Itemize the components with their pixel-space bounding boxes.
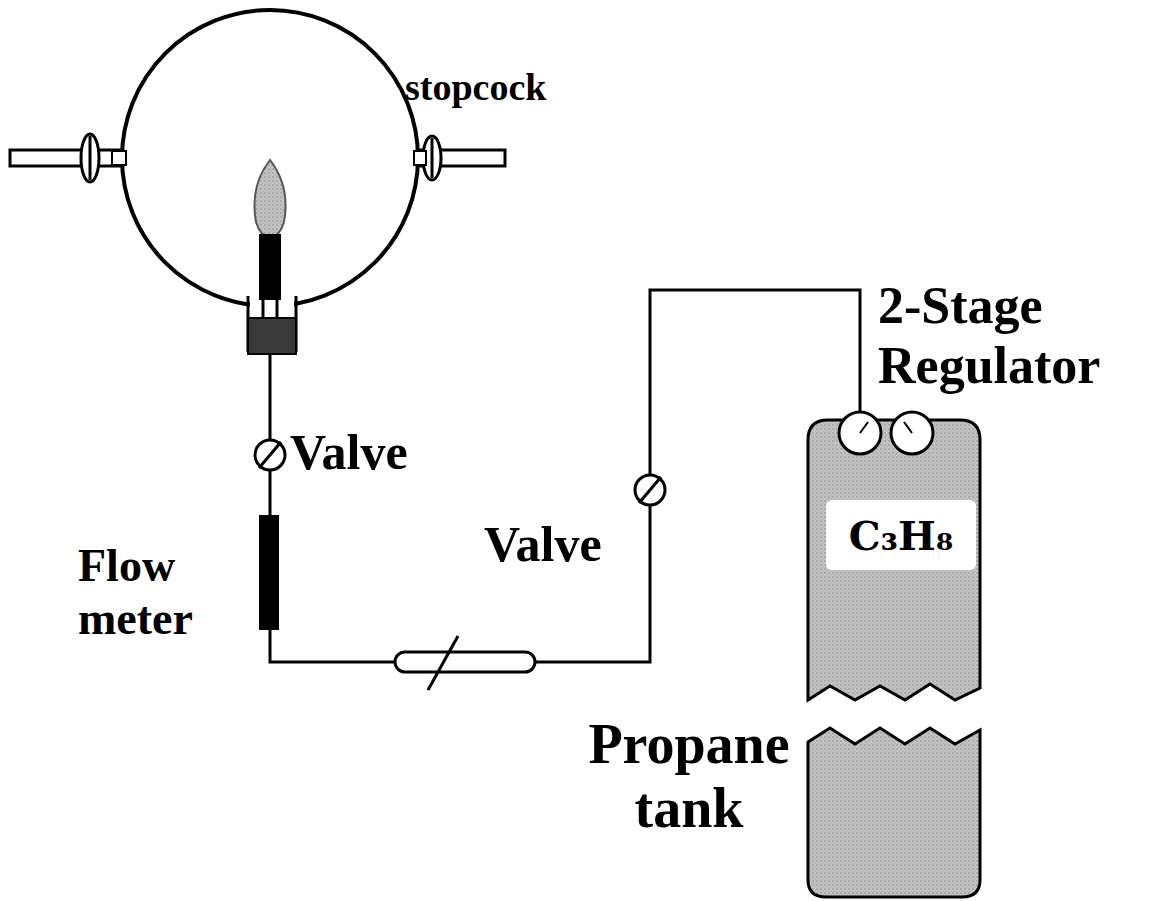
- tank-lower: [808, 728, 980, 897]
- part-label: Propane tank: [574, 712, 804, 841]
- tank-label-box: C₃H₈: [826, 500, 976, 570]
- flame: [255, 160, 286, 238]
- part-label: stopcock: [405, 66, 605, 110]
- flask: [122, 10, 418, 306]
- side-tube: [10, 150, 125, 166]
- gas-line: [270, 290, 860, 662]
- stopper: [248, 318, 296, 354]
- regulator-gauge: [839, 412, 881, 454]
- part-label: Valve: [290, 424, 470, 482]
- inline-tube: [395, 636, 535, 690]
- tank-upper: [808, 420, 980, 700]
- regulator-gauge: [891, 412, 933, 454]
- part-label: Valve: [484, 516, 634, 574]
- part-label: 2-Stage Regulator: [878, 276, 1150, 396]
- flow-meter-symbol: [259, 515, 279, 630]
- part-label: Flow meter: [78, 540, 238, 646]
- chemical-formula: C₃H₈: [849, 512, 954, 559]
- burner-tube: [259, 234, 281, 300]
- stopcock-symbol: [81, 134, 126, 182]
- valve-symbol: [635, 475, 665, 505]
- valve-symbol: [255, 440, 285, 470]
- stopcock-symbol: [414, 136, 441, 180]
